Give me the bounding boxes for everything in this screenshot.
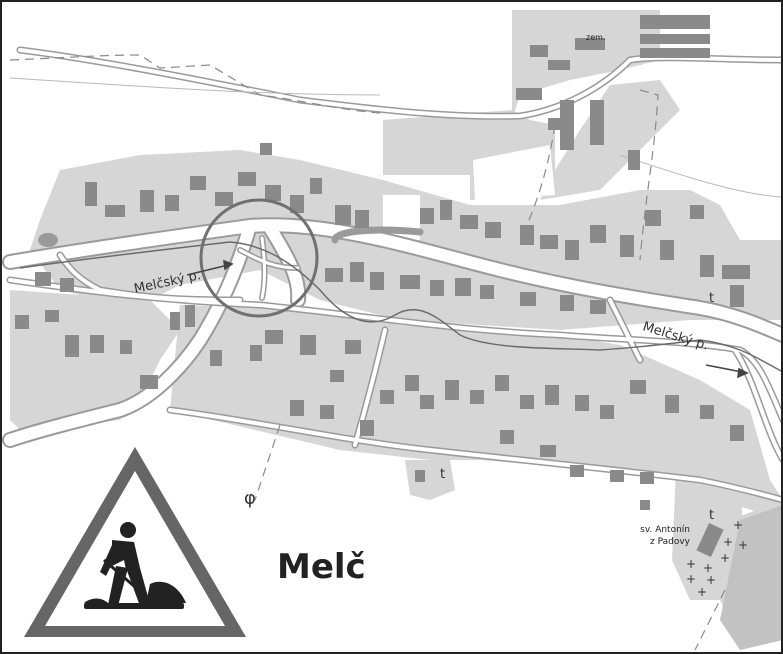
field-label: zem. [586,33,605,42]
roads [2,46,783,504]
church-label-line2: z Padovy [650,537,691,547]
village-title: Melč [277,547,366,587]
stream [19,241,783,373]
church-label-line1: sv. Antonín [640,525,690,535]
grave-cross: + [723,535,733,549]
grave-cross: + [686,572,696,586]
gray-area-east [720,505,783,650]
minor-lines [9,77,783,198]
white-field [473,145,555,200]
buildings [15,15,750,557]
grave-cross: + [733,518,743,532]
grave-cross: + [720,551,730,565]
grave-cross: + [703,561,713,575]
wayside-cross-1: t [709,291,714,306]
roadworks-sign-icon [24,447,246,637]
wayside-cross-2: t [440,467,445,482]
grave-cross: + [738,538,748,552]
grave-cross: + [706,573,716,587]
highlighted-junction-circle [199,198,319,318]
cemetery: + + + + + + + + + [686,518,748,599]
wayside-cross-3: t [709,508,714,523]
landmark-symbol: φ [244,488,256,509]
grave-cross: + [686,557,696,571]
grave-cross: + [697,585,707,599]
pond [38,233,58,247]
stream-arrows [186,259,749,379]
